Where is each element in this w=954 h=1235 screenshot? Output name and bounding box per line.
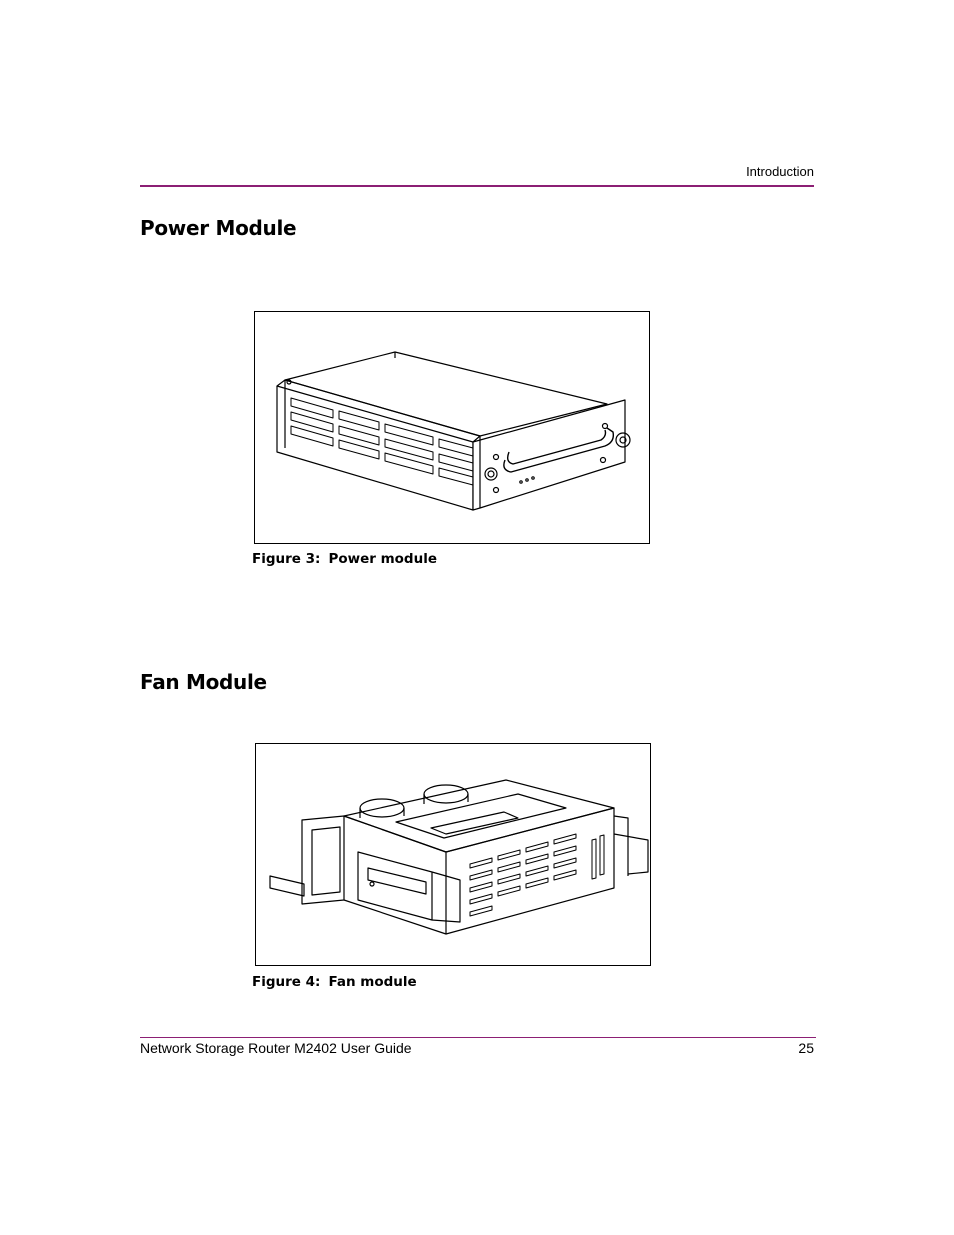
figure-3-title: Power module [328, 551, 437, 567]
header-section-title: Introduction [746, 164, 814, 179]
figure-4-title: Fan module [328, 974, 417, 990]
footer-rule [140, 1037, 816, 1038]
fan-module-figure [255, 743, 651, 966]
power-module-illustration [276, 351, 631, 511]
power-module-heading: Power Module [140, 216, 297, 240]
figure-3-label: Figure 3: [252, 551, 321, 567]
figure-4-caption: Figure 4: Fan module [252, 974, 417, 990]
figure-4-label: Figure 4: [252, 974, 321, 990]
header-rule [140, 185, 814, 187]
power-module-figure [254, 311, 650, 544]
footer-document-title: Network Storage Router M2402 User Guide [140, 1040, 412, 1056]
fan-module-heading: Fan Module [140, 670, 267, 694]
figure-3-caption: Figure 3: Power module [252, 551, 437, 567]
fan-module-illustration [269, 779, 649, 935]
page-number: 25 [798, 1040, 814, 1056]
